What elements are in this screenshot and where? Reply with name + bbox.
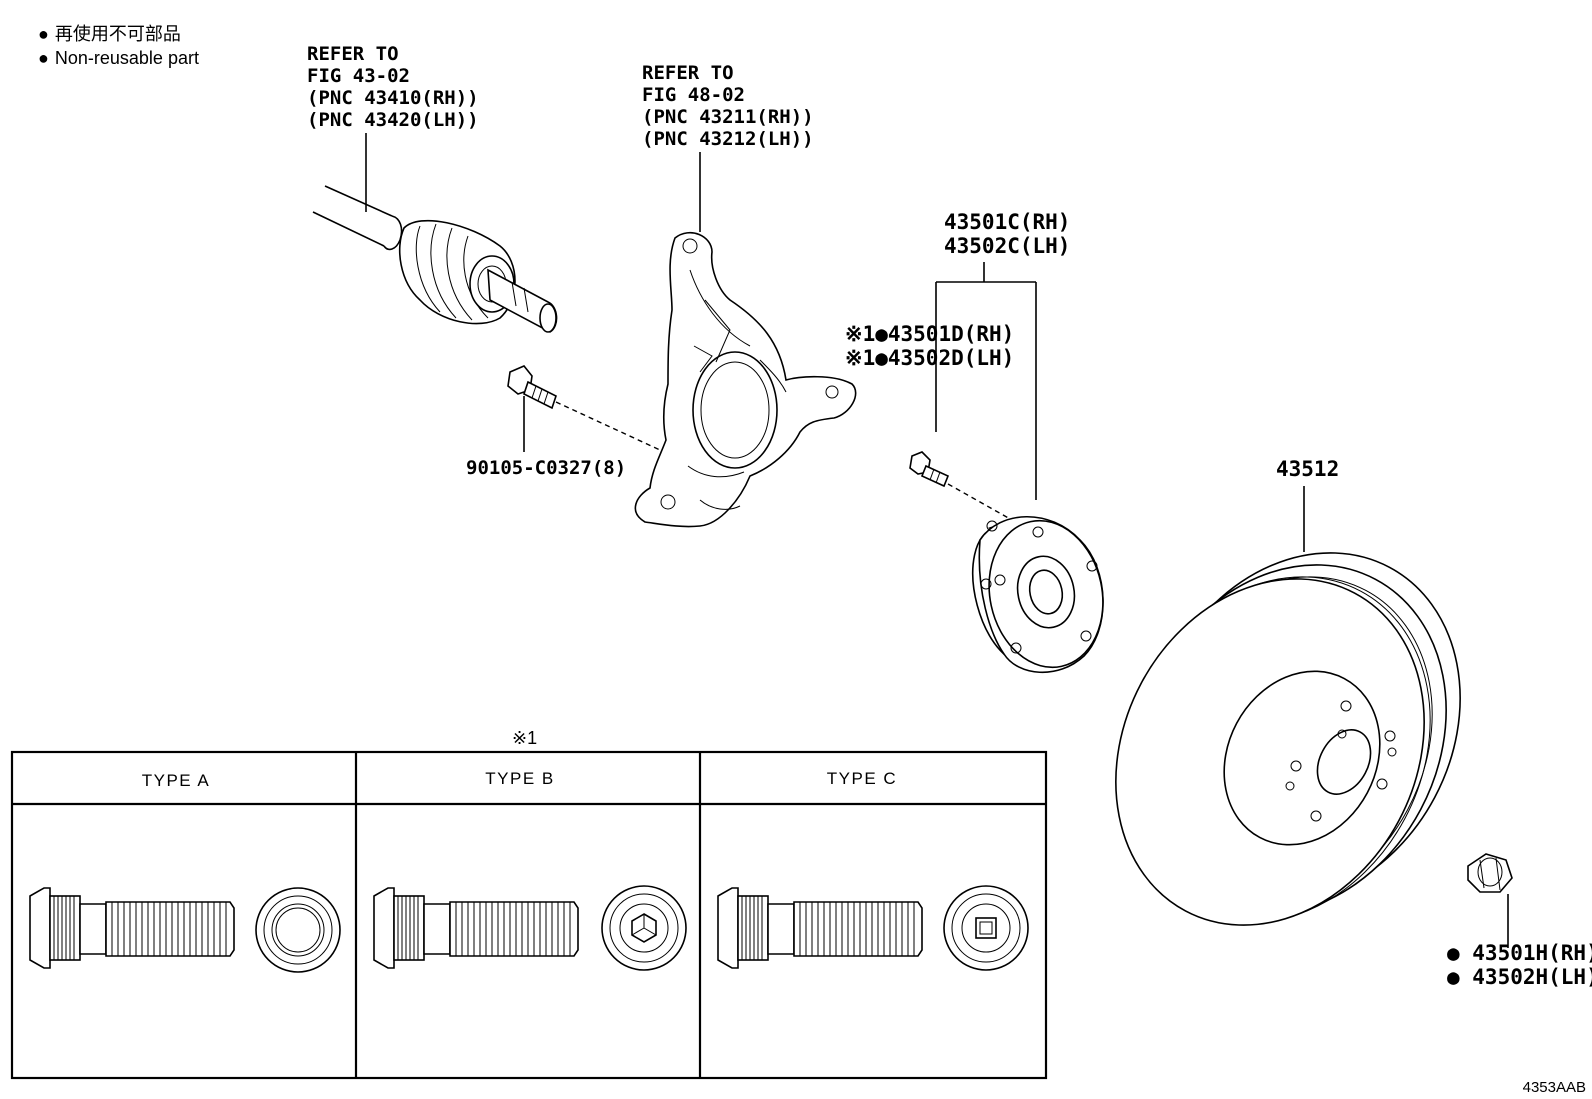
knuckle-bolt-drawing xyxy=(507,365,557,410)
callout-nut[interactable]: ● 43501H(RH) ● 43502H(LH) xyxy=(1447,941,1592,989)
table-note: ※1 xyxy=(512,728,537,748)
leader-hub-assembly xyxy=(935,262,1037,500)
legend-item-jp: ●再使用不可部品 xyxy=(38,24,181,44)
table-header-type-a: TYPE A xyxy=(142,771,211,790)
hub-bolt-install-line xyxy=(947,483,1013,521)
steering-knuckle-drawing xyxy=(634,232,857,528)
callout-drive-shaft[interactable]: REFER TO FIG 43-02 (PNC 43410(RH)) (PNC … xyxy=(307,43,479,131)
figure-code: 4353AAB xyxy=(1523,1079,1586,1096)
type-a-end-view xyxy=(255,887,341,973)
callout-line: FIG 48-02 xyxy=(642,84,745,106)
callout-line: (PNC 43212(LH)) xyxy=(642,128,814,150)
legend-item-en: ●Non-reusable part xyxy=(38,48,199,68)
callout-line: ※1●43502D(LH) xyxy=(845,346,1014,370)
legend: ●再使用不可部品 ●Non-reusable part xyxy=(38,24,199,68)
hub-bolt-type-table: TYPE A TYPE B TYPE C xyxy=(10,750,1048,1080)
callout-line: (PNC 43420(LH)) xyxy=(307,109,479,131)
hub-nut-drawing xyxy=(1467,853,1513,893)
callout-line: (PNC 43410(RH)) xyxy=(307,87,479,109)
callout-line: REFER TO xyxy=(642,62,734,84)
table-header-type-b: TYPE B xyxy=(485,769,554,788)
callout-line: ● 43501H(RH) xyxy=(1447,941,1592,965)
callout-hub-bolt[interactable]: ※1●43501D(RH) ※1●43502D(LH) xyxy=(845,322,1014,370)
callout-line: ※1●43501D(RH) xyxy=(845,322,1014,346)
callout-line: 43501C(RH) xyxy=(944,210,1070,234)
callout-line: FIG 43-02 xyxy=(307,65,410,87)
callout-line: (PNC 43211(RH)) xyxy=(642,106,814,128)
hub-bolt-drawing xyxy=(909,451,950,488)
callout-knuckle[interactable]: REFER TO FIG 48-02 (PNC 43211(RH)) (PNC … xyxy=(642,62,814,150)
type-a-stud-drawing xyxy=(29,887,235,969)
wheel-hub-drawing xyxy=(971,515,1104,674)
callout-line: 43502C(LH) xyxy=(944,234,1070,258)
table-header-type-c: TYPE C xyxy=(827,769,897,788)
callout-bolt[interactable]: 90105-C0327(8) xyxy=(466,457,626,479)
callout-hub-assembly[interactable]: 43501C(RH) 43502C(LH) xyxy=(944,210,1070,258)
callout-disc[interactable]: 43512 xyxy=(1276,457,1339,481)
drive-shaft-drawing xyxy=(312,185,558,333)
type-c-end-view xyxy=(943,885,1029,971)
callout-line: ● 43502H(LH) xyxy=(1447,965,1592,989)
brake-disc-drawing xyxy=(1115,552,1461,926)
bolt-install-line xyxy=(555,401,661,451)
type-b-stud-drawing xyxy=(373,887,579,969)
callout-line: REFER TO xyxy=(307,43,399,65)
type-c-stud-drawing xyxy=(717,887,923,969)
type-b-end-view xyxy=(601,885,687,971)
